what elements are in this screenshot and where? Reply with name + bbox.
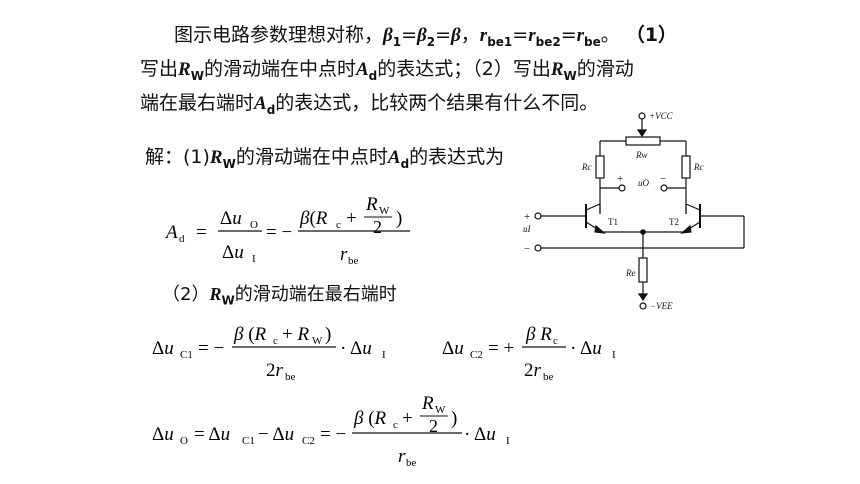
svg-text:= −: = − — [320, 424, 346, 445]
svg-text:= −: = − — [266, 222, 292, 243]
svg-text:Δu: Δu — [152, 424, 174, 445]
svg-text:β R: β R — [525, 324, 552, 345]
plus-in-label: + — [524, 211, 530, 223]
rc-left-label: Rc — [581, 162, 592, 172]
svg-text:= Δu: = Δu — [194, 424, 230, 445]
equation-duc2: Δu C2 = + β R c 2r be · Δu I — [442, 324, 616, 383]
svg-text:c: c — [273, 335, 278, 347]
svg-text:O: O — [250, 219, 258, 231]
svg-text:β (R: β (R — [353, 408, 387, 429]
svg-text:): ) — [325, 324, 331, 345]
svg-text:): ) — [396, 208, 402, 229]
rc-right-label: Rc — [693, 162, 704, 172]
svg-text:Δu: Δu — [442, 338, 464, 359]
svg-text:= +: = + — [488, 338, 514, 359]
svg-text:c: c — [336, 219, 341, 231]
svg-text:β(R: β(R — [299, 208, 328, 229]
svg-text:R: R — [421, 393, 434, 414]
svg-text:β (R: β (R — [233, 324, 267, 345]
circuit-diagram: +VCC Rw Rc Rc Re uO uI −VEE T1 T2 + − + … — [523, 111, 745, 311]
ui-label: uI — [523, 224, 532, 234]
svg-text:r: r — [340, 244, 348, 265]
vee-label: −VEE — [650, 301, 673, 311]
svg-text:W: W — [379, 205, 390, 217]
svg-text:− Δu: − Δu — [258, 424, 294, 445]
svg-text:r: r — [398, 446, 406, 467]
svg-text:+ R: + R — [282, 324, 309, 345]
problem-line-3: 端在最右端时Ad的表达式，比较两个结果有什么不同。 — [140, 91, 599, 117]
svg-text:A: A — [164, 222, 178, 243]
equation-duc1: Δu C1 = − β (R c + R W ) 2r be · Δu I — [152, 324, 386, 383]
svg-text:d: d — [179, 233, 185, 245]
svg-text:be: be — [285, 371, 296, 383]
equation-ad: A d = Δu O Δu I = − β(R c + R W 2 ) r be — [164, 194, 410, 267]
svg-text:O: O — [180, 435, 188, 447]
svg-text:R: R — [365, 194, 378, 215]
problem-line-1: 图示电路参数理想对称，β1=β2=β，rbe1=rbe2=rbe。 （1） — [174, 24, 678, 49]
svg-text:be: be — [348, 255, 359, 267]
svg-text:+: + — [346, 208, 357, 229]
svg-text:2: 2 — [429, 416, 438, 436]
svg-text:W: W — [312, 335, 323, 347]
uo-label: uO — [638, 178, 650, 188]
solution-part1-heading: 解：(1)RW的滑动端在中点时Ad的表达式为 — [145, 146, 505, 171]
svg-text:= −: = − — [198, 338, 224, 359]
vcc-label: +VCC — [649, 111, 674, 121]
t2-label: T2 — [669, 217, 679, 227]
svg-text:Δu: Δu — [222, 242, 244, 263]
rw-label: Rw — [635, 150, 648, 160]
svg-text:+: + — [402, 408, 413, 429]
svg-text:C1: C1 — [242, 435, 255, 447]
svg-text:Δu: Δu — [152, 338, 174, 359]
minus-in-label: − — [524, 243, 530, 255]
problem-statement: 图示电路参数理想对称，β1=β2=β，rbe1=rbe2=rbe。 （1） 写出… — [140, 22, 740, 123]
svg-text:Δu: Δu — [220, 208, 242, 229]
minus-out-label: − — [660, 173, 666, 185]
svg-text:): ) — [451, 408, 457, 429]
svg-text:I: I — [612, 349, 616, 361]
problem-line-2: 写出RW的滑动端在中点时Ad的表达式；（2）写出RW的滑动 — [140, 57, 634, 83]
re-label: Re — [625, 268, 636, 278]
svg-text:I: I — [252, 253, 256, 265]
svg-text:C2: C2 — [302, 435, 315, 447]
plus-out-label: + — [617, 173, 623, 185]
svg-text:· Δu: · Δu — [570, 338, 602, 359]
svg-text:be: be — [406, 457, 417, 469]
svg-text:W: W — [435, 404, 446, 416]
svg-text:I: I — [382, 349, 386, 361]
svg-text:C1: C1 — [180, 349, 193, 361]
svg-text:be: be — [543, 371, 554, 383]
svg-text:c: c — [393, 419, 398, 431]
svg-text:· Δu: · Δu — [340, 338, 372, 359]
t1-label: T1 — [608, 217, 618, 227]
svg-text:2: 2 — [373, 217, 382, 237]
svg-text:· Δu: · Δu — [464, 424, 496, 445]
svg-text:2r: 2r — [524, 360, 542, 381]
svg-text:=: = — [196, 222, 207, 243]
svg-text:I: I — [506, 435, 510, 447]
equation-duo: Δu O = Δu C1 − Δu C2 = − β (R c + R W 2 … — [152, 393, 510, 469]
solution-part2-heading: （2）RW的滑动端在最右端时 — [162, 284, 397, 308]
svg-text:C2: C2 — [470, 349, 483, 361]
svg-text:2r: 2r — [266, 360, 284, 381]
svg-text:c: c — [553, 335, 558, 347]
